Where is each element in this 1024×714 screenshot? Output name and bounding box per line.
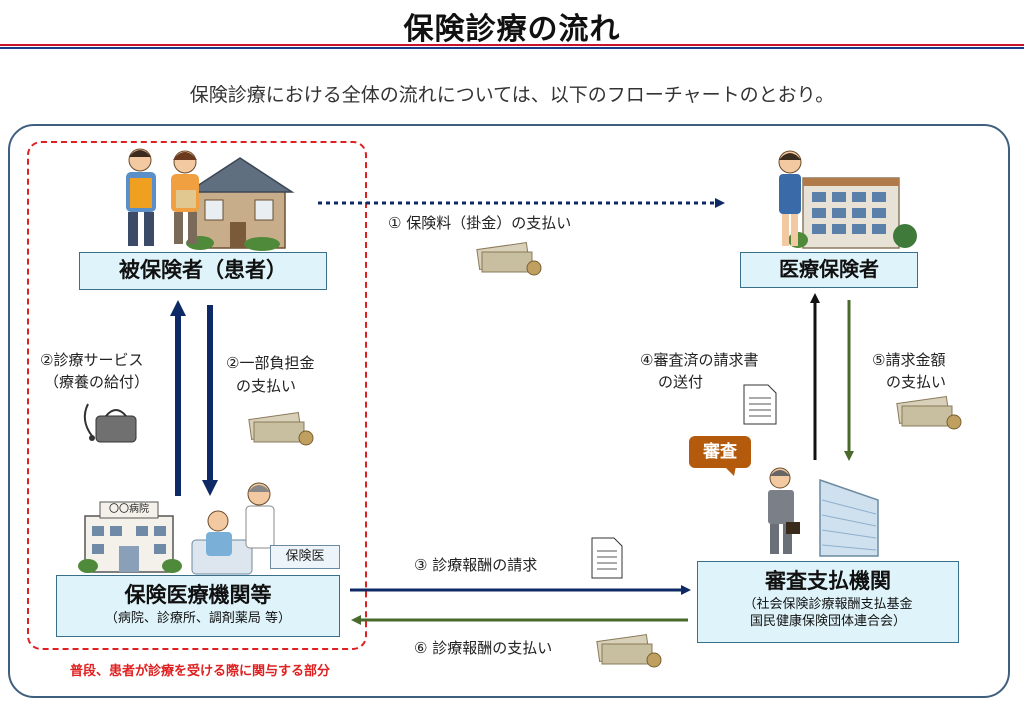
review-tag: 審査	[689, 436, 751, 468]
money-icon	[248, 412, 314, 446]
scope-note: 普段、患者が診療を受ける際に関与する部分	[69, 664, 330, 679]
flow-5-label-line1: ⑤請求金額	[872, 351, 946, 369]
insured-box: 被保険者（患者）	[79, 252, 327, 290]
hospital-illustration	[78, 482, 275, 575]
money-icon	[476, 242, 542, 276]
flow-2a-label-line1: ②診療サービス	[40, 351, 144, 369]
medical-bag-icon	[83, 403, 137, 443]
title-rule-red	[0, 44, 1024, 46]
examiner-subtext-1: （社会保険診療報酬支払基金	[743, 597, 913, 612]
review-tag-pointer	[724, 466, 736, 476]
insurer-building-illustration	[778, 150, 917, 249]
flow-2b-label-line2: の支払い	[236, 377, 297, 395]
provider-box: 保険医療機関等 （病院、診療所、調剤薬局 等）	[56, 575, 340, 637]
money-icon	[896, 396, 962, 430]
page-subtitle: 保険診療における全体の流れについては、以下のフローチャートのとおり。	[189, 84, 835, 106]
flow-3-label: ③ 診療報酬の請求	[414, 556, 538, 574]
examiner-building-illustration	[768, 467, 879, 557]
title-rule-blue	[0, 47, 1024, 49]
hospital-sign: 〇〇病院	[109, 504, 149, 515]
examiner-name: 審査支払機関	[765, 569, 891, 593]
diagram-frame	[8, 124, 1010, 698]
insurer-box: 医療保険者	[740, 252, 918, 288]
examiner-subtext-2: 国民健康保険団体連合会）	[749, 614, 906, 629]
provider-subtext: （病院、診療所、調剤薬局 等）	[104, 611, 292, 626]
examiner-box: 審査支払機関 （社会保険診療報酬支払基金 国民健康保険団体連合会）	[697, 561, 959, 643]
flow-2b-label-line1: ②一部負担金	[226, 354, 315, 372]
provider-name: 保険医療機関等	[124, 583, 272, 607]
patient-scope-box	[27, 141, 367, 650]
insured-name: 被保険者（患者）	[119, 258, 287, 282]
money-icon	[596, 634, 662, 668]
insurer-name: 医療保険者	[779, 257, 879, 281]
patients-house-illustration	[126, 148, 295, 251]
flow-2a-label-line2: （療養の給付）	[44, 373, 150, 391]
flow-5-label-line2: の支払い	[886, 373, 947, 391]
page-title: 保険診療の流れ	[403, 12, 621, 47]
flow-1-label: ① 保険料（掛金）の支払い	[388, 214, 572, 232]
flow-6-label: ⑥ 診療報酬の支払い	[414, 639, 553, 657]
flow-4-label-line1: ④審査済の請求書	[640, 351, 759, 369]
document-icon	[591, 537, 623, 579]
document-icon	[743, 384, 777, 425]
flow-4-label-line2: の送付	[658, 373, 704, 391]
insurance-doctor-tag: 保険医	[270, 545, 340, 569]
